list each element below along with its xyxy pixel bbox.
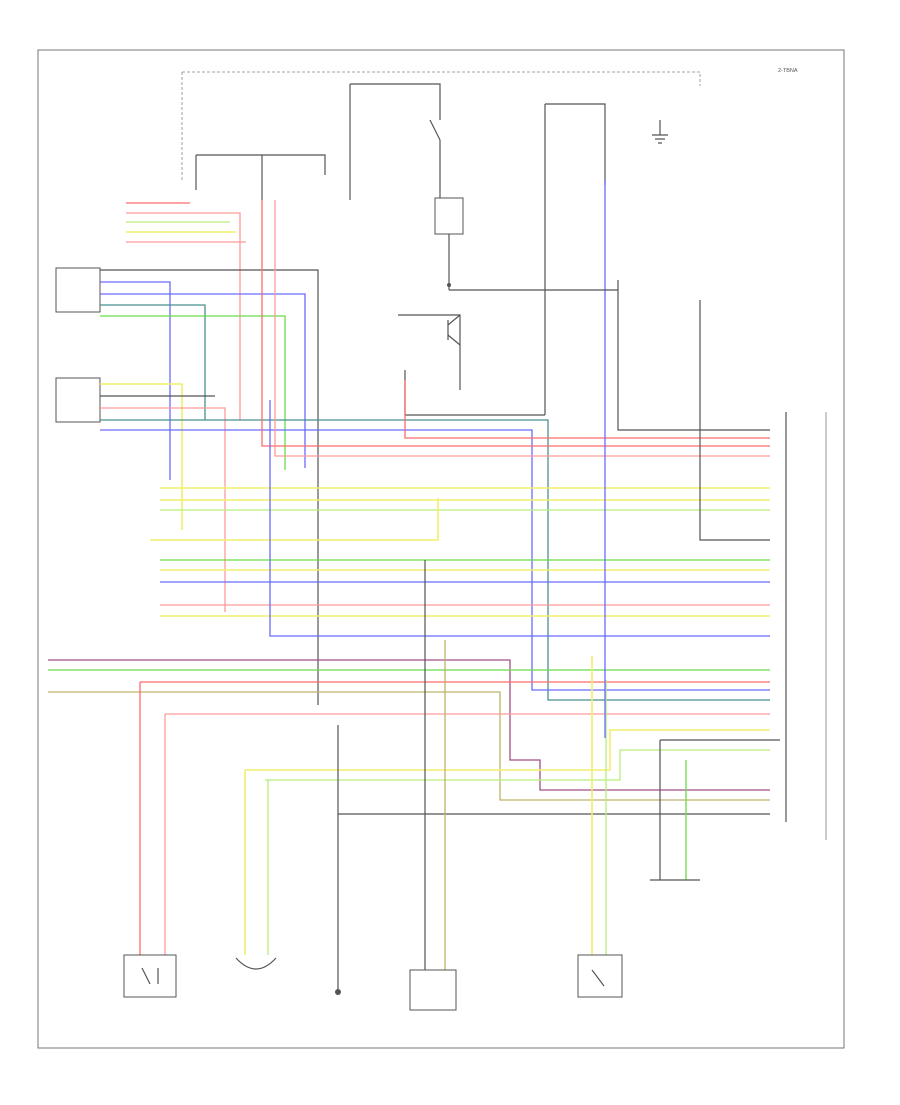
transistor-icon xyxy=(447,314,461,346)
top-relay-feed xyxy=(350,83,441,120)
module-return xyxy=(404,370,545,416)
wire-olive-1 xyxy=(48,691,770,801)
bottom-sensor-1 xyxy=(123,954,177,998)
wire-lgreen-3 xyxy=(265,749,770,781)
left-connector-2 xyxy=(55,377,101,423)
bottom-sensor-2-coil xyxy=(235,957,277,970)
right-stub-gray xyxy=(617,280,770,431)
wire-yellow-8 xyxy=(245,729,770,771)
wire-pink-4 xyxy=(274,200,770,457)
right-stub-black xyxy=(699,300,770,541)
relay-switch-icon xyxy=(429,119,441,141)
ground-icon xyxy=(652,120,668,144)
fuel-pump-relay-box xyxy=(434,197,464,235)
right-top-feed xyxy=(545,103,606,110)
fuse-bus xyxy=(196,154,326,175)
wire-blue-2 xyxy=(100,293,306,468)
wire-teal-1 xyxy=(100,304,206,420)
bottom-sensor-3 xyxy=(577,954,623,998)
wire-pink-1 xyxy=(126,212,241,420)
wire-yellow-2 xyxy=(100,383,183,530)
wire-red-2 xyxy=(261,200,770,447)
splice-dot-icon xyxy=(447,283,451,287)
left-connector-1 xyxy=(55,267,101,313)
wire-purple-1 xyxy=(48,659,770,791)
module-feed xyxy=(398,314,461,345)
wire-green-1 xyxy=(100,315,286,470)
page-code-label: 2-TBNA xyxy=(778,68,798,74)
ground-point-icon xyxy=(335,989,341,995)
diagram-frame xyxy=(37,49,845,1049)
wire-blue-5 xyxy=(269,400,770,637)
top-dashed-bus xyxy=(182,71,701,86)
sensor-icon xyxy=(141,967,159,985)
wire-yellow-5 xyxy=(150,498,439,541)
wire-red-3 xyxy=(404,380,770,439)
wire-blue-1 xyxy=(100,281,171,480)
sensor-3-switch-icon xyxy=(591,969,605,987)
wire-pink-3 xyxy=(100,407,226,612)
bottom-actuator xyxy=(409,969,457,1011)
